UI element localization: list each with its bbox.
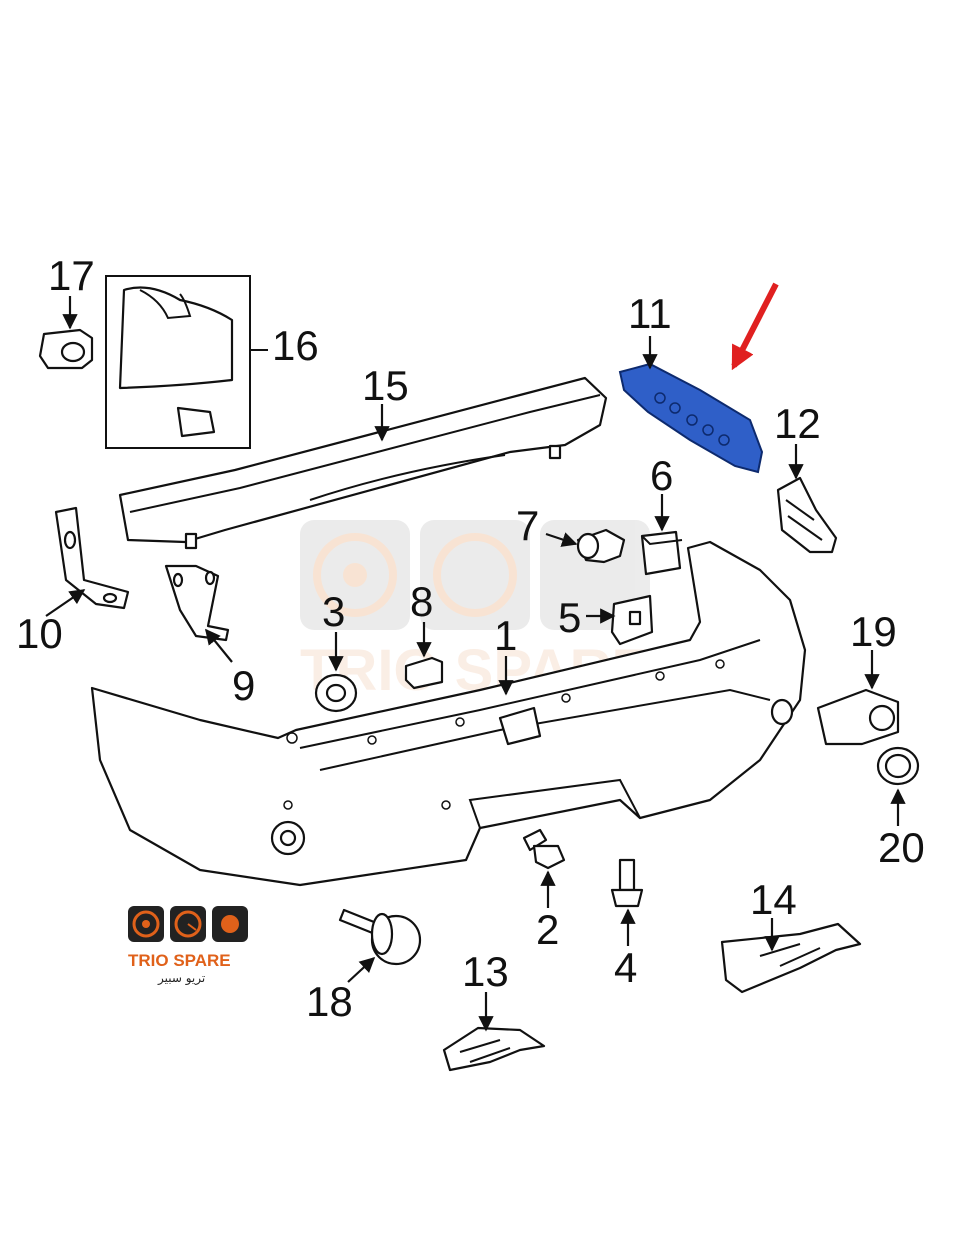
part-18-pin — [338, 908, 422, 983]
brand-name-arabic: تريو سبير — [157, 971, 205, 986]
callout-20: 20 — [878, 824, 925, 871]
callout-12: 12 — [774, 400, 821, 447]
part-15-beam — [118, 376, 608, 550]
callout-3: 3 — [322, 588, 345, 635]
part-8-clip — [404, 622, 444, 690]
part-13-splash-shield — [442, 992, 546, 1072]
callout-5: 5 — [558, 594, 581, 641]
part-10-bracket — [45, 506, 130, 617]
part-7-clip — [545, 528, 626, 564]
part-14-splash-shield — [720, 918, 862, 994]
callout-1: 1 — [494, 612, 517, 659]
part-12-side-bracket — [776, 444, 838, 554]
callout-17: 17 — [48, 252, 95, 299]
pointer-arrow — [731, 282, 779, 371]
callout-16: 16 — [272, 322, 319, 369]
part-6-pad — [640, 494, 683, 576]
brand-name: TRIO SPARE — [128, 951, 231, 970]
callout-9: 9 — [232, 662, 255, 709]
part-11-bracket-highlighted — [618, 282, 779, 474]
callout-10: 10 — [16, 610, 63, 657]
callout-4: 4 — [614, 944, 637, 991]
part-5-retainer — [586, 594, 654, 646]
callout-13: 13 — [462, 948, 509, 995]
callout-2: 2 — [536, 906, 559, 953]
callout-11: 11 — [628, 290, 672, 337]
callout-8: 8 — [410, 578, 433, 625]
callout-19: 19 — [850, 608, 897, 655]
part-1-bumper-cover — [90, 540, 807, 887]
brand-logo: TRIO SPARE تريو سبير — [128, 906, 248, 986]
part-9-bracket — [164, 564, 233, 663]
part-3-grommet — [314, 632, 358, 713]
callout-7: 7 — [516, 502, 539, 549]
part-20-sensor-retainer — [876, 746, 920, 826]
part-4-bolt — [610, 858, 644, 946]
callout-18: 18 — [306, 978, 353, 1025]
part-2-screw — [522, 828, 566, 908]
callout-14: 14 — [750, 876, 797, 923]
part-19-sensor — [816, 650, 900, 746]
part-16-mudflap — [105, 275, 268, 449]
callout-15: 15 — [362, 362, 409, 409]
callout-6: 6 — [650, 452, 673, 499]
part-17-clip — [38, 296, 94, 370]
